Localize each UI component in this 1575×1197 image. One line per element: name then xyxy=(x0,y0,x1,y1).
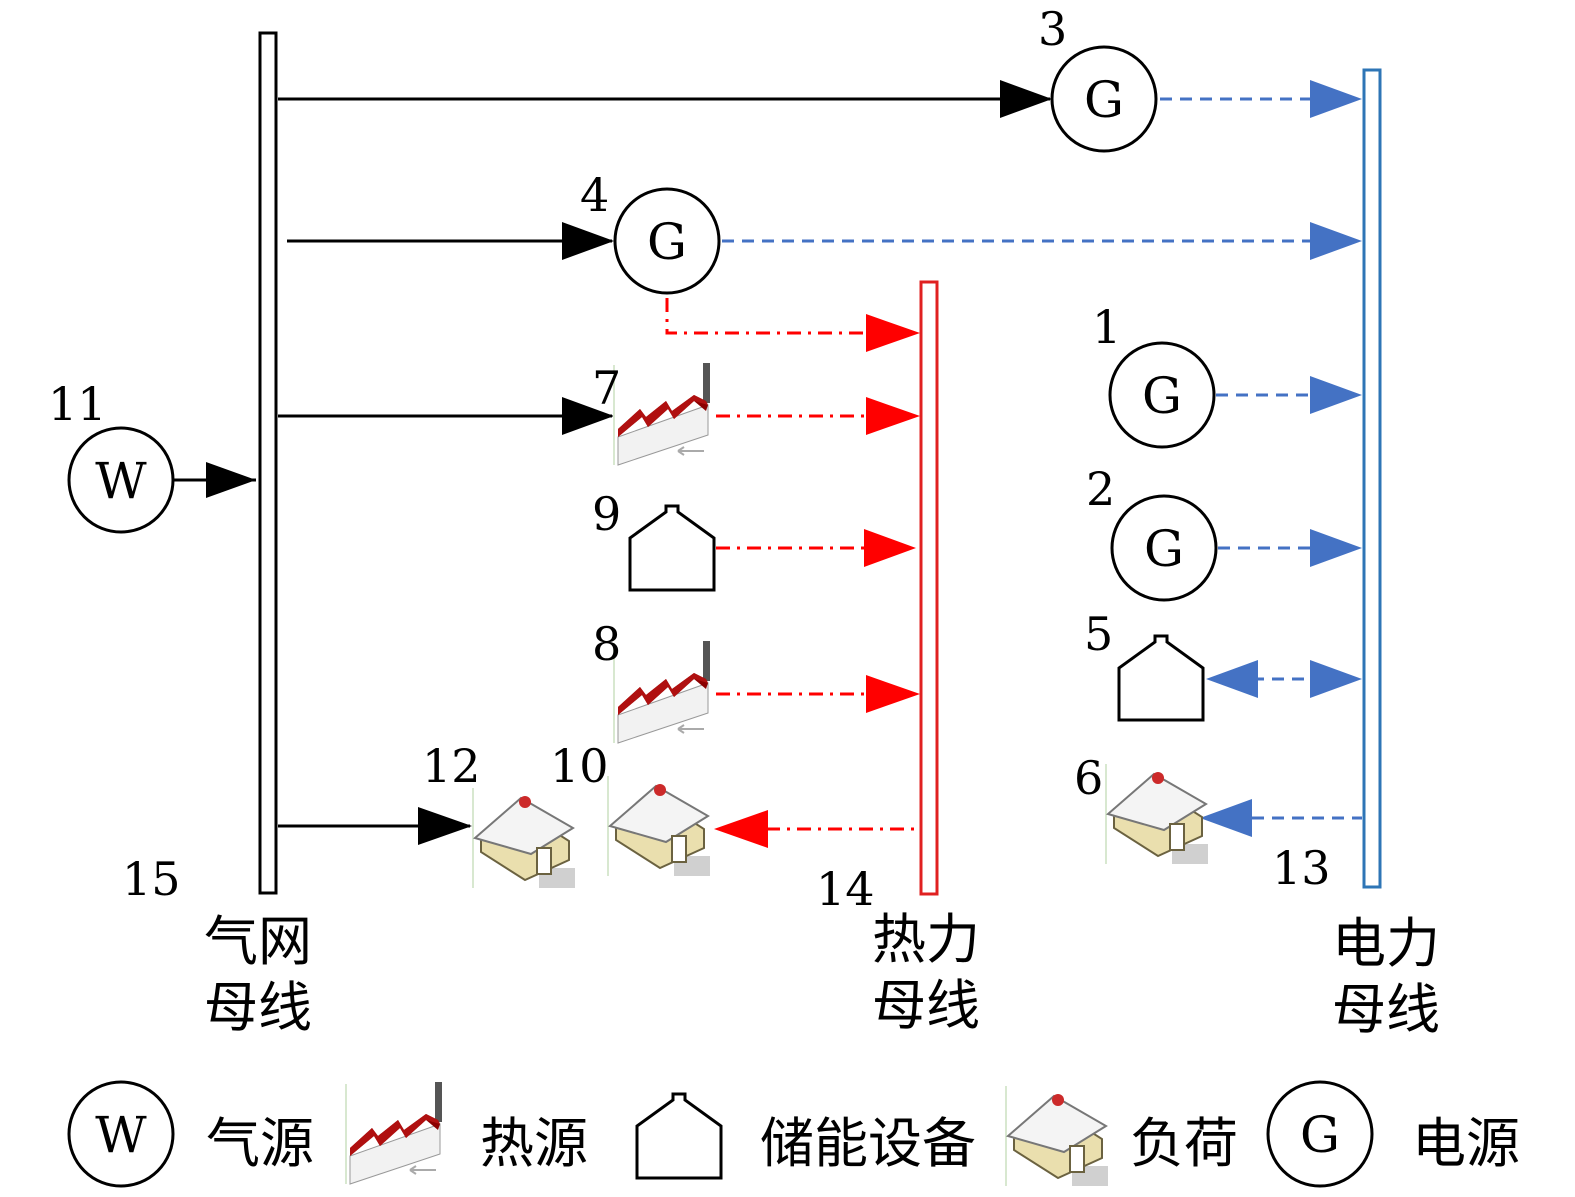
heat-source-icon-7 xyxy=(612,362,711,466)
generator-node-4: G xyxy=(613,187,721,295)
power-arrow-g1 xyxy=(1310,376,1362,414)
heat-line-g4 xyxy=(665,298,868,335)
node-number: 3 xyxy=(1038,2,1067,56)
legend-heat-source: 热源 xyxy=(344,1081,588,1185)
gas-bus xyxy=(258,31,278,895)
node-number: 14 xyxy=(816,862,875,916)
legend-power-source: G 电源 xyxy=(1266,1080,1520,1188)
generator-node-3: G xyxy=(1050,45,1158,153)
legend-gas-source-symbol: W xyxy=(95,1106,147,1164)
node-number: 6 xyxy=(1074,751,1103,805)
gas-source-symbol: W xyxy=(95,452,147,510)
power-arrow-s5-out xyxy=(1206,660,1258,698)
storage-icon-5 xyxy=(1117,634,1205,722)
heat-arrow-l10 xyxy=(714,810,768,848)
gas-arrow-h7 xyxy=(562,397,614,435)
power-arrow-g3 xyxy=(1310,80,1362,118)
legend-heat-source-icon xyxy=(344,1081,443,1185)
generator-circle xyxy=(613,187,721,295)
heat-arrow-g4 xyxy=(866,314,920,352)
generator-circle xyxy=(1110,494,1218,602)
generator-symbol: G xyxy=(1084,71,1124,129)
node-number: 15 xyxy=(122,852,181,906)
legend-load: 负荷 xyxy=(1004,1085,1238,1187)
legend-gas-source-label: 气源 xyxy=(206,1112,314,1175)
node-number: 7 xyxy=(592,361,621,415)
legend-power-source-label: 电源 xyxy=(1412,1112,1520,1175)
legend: W 气源 热源 储能设备 负荷 G 电源 xyxy=(67,1080,1520,1188)
legend-gas-source-icon xyxy=(67,1080,175,1188)
generator-circle xyxy=(1108,341,1216,449)
generator-node-1: G xyxy=(1108,341,1216,449)
gas-bus-label-line2: 母线 xyxy=(204,976,312,1039)
generator-symbol: G xyxy=(1142,367,1182,425)
gas-arrow-g4 xyxy=(562,222,614,260)
legend-power-source-symbol: G xyxy=(1300,1106,1340,1164)
gas-source-node-11: W xyxy=(67,426,175,534)
heat-arrow-s9 xyxy=(864,529,916,567)
legend-storage-icon xyxy=(635,1092,723,1180)
heat-bus-label-line1: 热力 xyxy=(872,908,980,971)
gas-arrow-w11 xyxy=(206,462,256,498)
legend-power-source-icon xyxy=(1266,1080,1374,1188)
load-icon-6 xyxy=(1104,763,1209,865)
load-icon-12 xyxy=(471,787,576,889)
heat-bus-label-line2: 母线 xyxy=(872,974,980,1037)
node-number: 2 xyxy=(1086,462,1115,516)
legend-load-label: 负荷 xyxy=(1130,1112,1238,1175)
generator-node-2: G xyxy=(1110,494,1218,602)
node-number: 13 xyxy=(1272,841,1331,895)
node-number: 5 xyxy=(1084,607,1113,661)
node-number: 4 xyxy=(580,168,609,222)
heat-bus xyxy=(919,280,939,896)
power-arrow-l6 xyxy=(1200,799,1252,837)
node-number: 12 xyxy=(422,739,481,793)
legend-heat-source-label: 热源 xyxy=(480,1112,588,1175)
generator-symbol: G xyxy=(1144,520,1184,578)
power-bus-label-line1: 电力 xyxy=(1332,912,1440,975)
gas-arrow-g3 xyxy=(1000,80,1052,118)
node-number: 1 xyxy=(1092,300,1121,354)
legend-storage: 储能设备 xyxy=(635,1092,976,1180)
storage-icon-9 xyxy=(628,504,716,592)
power-arrow-g4 xyxy=(1310,222,1362,260)
legend-load-icon xyxy=(1004,1085,1109,1187)
power-arrow-s5-in xyxy=(1310,660,1362,698)
power-arrow-g2 xyxy=(1310,529,1362,567)
heat-arrow-h7 xyxy=(866,397,920,435)
gas-bus-label-line1: 气网 xyxy=(204,910,312,973)
node-number: 8 xyxy=(592,617,621,671)
heat-arrow-h8 xyxy=(866,675,920,713)
load-icon-10 xyxy=(606,775,711,877)
legend-gas-source: W 气源 xyxy=(67,1080,314,1188)
power-bus-label-line2: 母线 xyxy=(1332,978,1440,1041)
node-number: 10 xyxy=(550,739,609,793)
node-number: 11 xyxy=(48,377,107,431)
legend-storage-label: 储能设备 xyxy=(760,1112,976,1175)
generator-circle xyxy=(1050,45,1158,153)
gas-arrow-l12 xyxy=(418,807,472,845)
generator-symbol: G xyxy=(647,213,687,271)
node-number: 9 xyxy=(592,487,621,541)
heat-source-icon-8 xyxy=(612,640,711,744)
gas-source-circle xyxy=(67,426,175,534)
power-bus xyxy=(1362,68,1382,889)
